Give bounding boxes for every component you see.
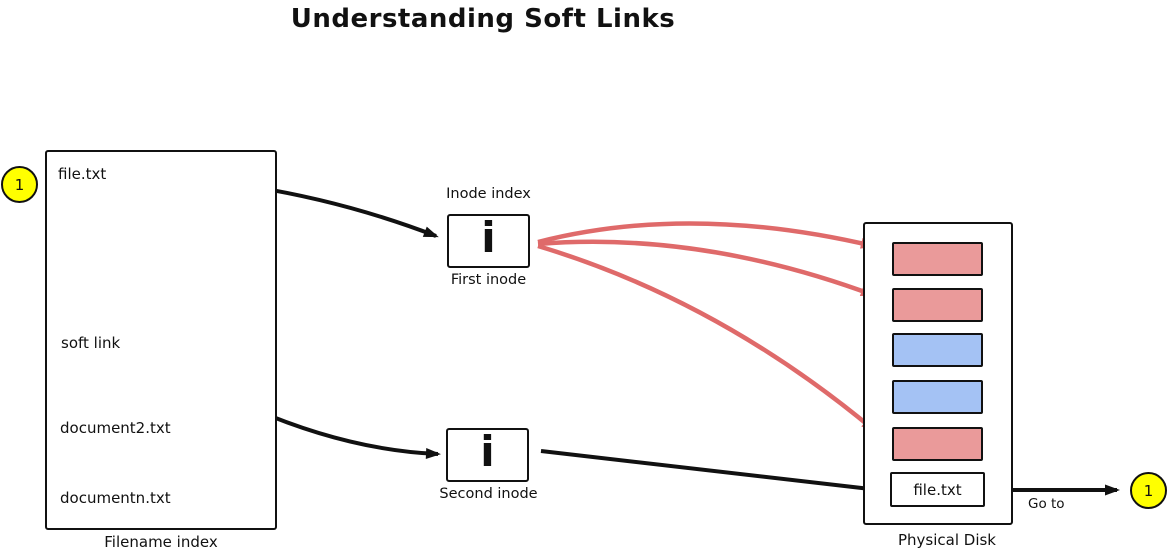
first-inode-box: i [447, 214, 530, 268]
red-arrows [537, 221, 877, 432]
second-inode-box: i [446, 428, 529, 482]
inode-i-glyph: i [480, 427, 495, 476]
disk-file-block: file.txt [890, 472, 985, 507]
first-inode-label: First inode [450, 272, 527, 288]
filename-index-box [45, 150, 277, 530]
red-arrow-block1 [537, 221, 876, 249]
arrow-second-inode-to-disk-file [540, 449, 882, 495]
step-badge-right: 1 [1130, 472, 1167, 509]
disk-block-2 [892, 288, 983, 322]
disk-block-4 [892, 380, 983, 414]
red-arrow-block2 [537, 239, 876, 298]
step-badge-left: 1 [1, 166, 38, 203]
entry-document2-txt: document2.txt [60, 419, 171, 437]
second-inode-label: Second inode [439, 486, 538, 502]
disk-block-3 [892, 333, 983, 367]
inode-index-label: Inode index [446, 186, 531, 202]
entry-soft-link: soft link [61, 334, 121, 352]
entry-documentn-txt: documentn.txt [60, 489, 171, 507]
diagram-title: Understanding Soft Links [290, 4, 676, 34]
goto-label: Go to [1028, 496, 1065, 512]
disk-file-label: file.txt [913, 480, 962, 499]
step-badge-right-number: 1 [1143, 481, 1154, 500]
filename-index-label: Filename index [104, 533, 218, 551]
red-arrow-block5 [537, 243, 877, 432]
inode-i-glyph: i [481, 213, 496, 262]
disk-block-5 [892, 427, 983, 461]
disk-block-1 [892, 242, 983, 276]
step-badge-left-number: 1 [14, 175, 25, 194]
entry-file-txt: file.txt [58, 165, 107, 183]
physical-disk-label: Physical Disk [897, 531, 996, 549]
